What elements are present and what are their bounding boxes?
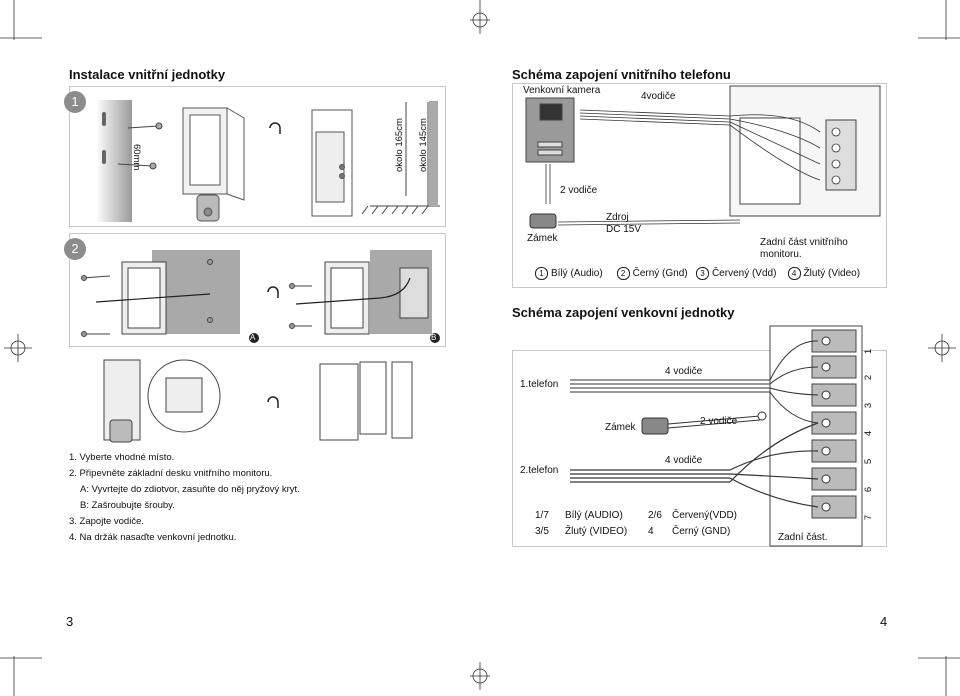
telefon-2-label: 2.telefon [520, 465, 559, 476]
two-wires-bottom-label: 2 vodiče [700, 416, 738, 427]
legend-bottom-text-1: Bílý (AUDIO) [565, 510, 623, 521]
terminal-number-5: 5 [863, 458, 875, 465]
terminal-number-2: 2 [863, 374, 875, 381]
legend-bottom-text-4: Černý (GND) [672, 526, 731, 537]
back-part-label: Zadní část. [778, 532, 828, 543]
left-title: Instalace vnitřní jednotky [69, 67, 226, 82]
step2-badge: 2 [64, 238, 86, 260]
outdoor-camera-label: Venkovní kamera [523, 85, 601, 96]
phone-diagram-title: Schéma zapojení vnitřního telefonu [512, 67, 731, 82]
four-wires-1-label: 4 vodiče [665, 366, 703, 377]
power-label-line2: DC 15V [606, 224, 642, 235]
four-wires-2-label: 4 vodiče [665, 455, 703, 466]
legend-bottom-nums-2: 2/6 [648, 510, 662, 521]
telefon-1-label: 1.telefon [520, 379, 559, 390]
back-monitor-label-line1: Zadní část vnitřního [760, 237, 848, 248]
terminal-number-4: 4 [863, 430, 875, 437]
instruction-2: 2. Připevněte základní desku vnitřního m… [69, 468, 273, 479]
terminal-number-1: 1 [863, 348, 875, 355]
lock-bottom-label: Zámek [605, 422, 636, 433]
legend-bottom-nums-1: 1/7 [535, 510, 549, 521]
instruction-2a: A: Vyvrtejte do zdiotvor, zasuňte do něj… [80, 484, 300, 495]
terminal-number-3: 3 [863, 402, 875, 409]
terminal-number-6: 6 [863, 486, 875, 493]
lock-top-label: Zámek [527, 233, 558, 244]
power-label-line1: Zdroj [606, 212, 629, 223]
legend-bottom-text-3: Žlutý (VIDEO) [565, 526, 628, 537]
variant-a-marker: A [250, 333, 256, 342]
variant-b-marker: B [431, 333, 437, 342]
legend-bottom-nums-3: 3/5 [535, 526, 549, 537]
back-monitor-label-line2: monitoru. [760, 249, 802, 260]
instruction-4: 4. Na držák nasaďte venkovní jednotku. [69, 532, 237, 543]
legend-bottom-nums-4: 4 [648, 526, 654, 537]
step1-badge: 1 [64, 91, 86, 113]
terminal-number-7: 7 [863, 514, 875, 521]
legend-bottom-text-2: Červený(VDD) [672, 510, 738, 521]
two-wires-top-label: 2 vodiče [560, 185, 598, 196]
instruction-3: 3. Zapojte vodiče. [69, 516, 144, 527]
instruction-2b: B: Zašroubujte šrouby. [80, 500, 175, 511]
four-wires-top-label: 4vodiče [641, 91, 676, 102]
page-number-left: 3 [66, 614, 74, 629]
page-number-right: 4 [880, 614, 888, 629]
outdoor-diagram-title: Schéma zapojení venkovní jednotky [512, 305, 735, 320]
instruction-1: 1. Vyberte vhodné místo. [69, 452, 175, 463]
